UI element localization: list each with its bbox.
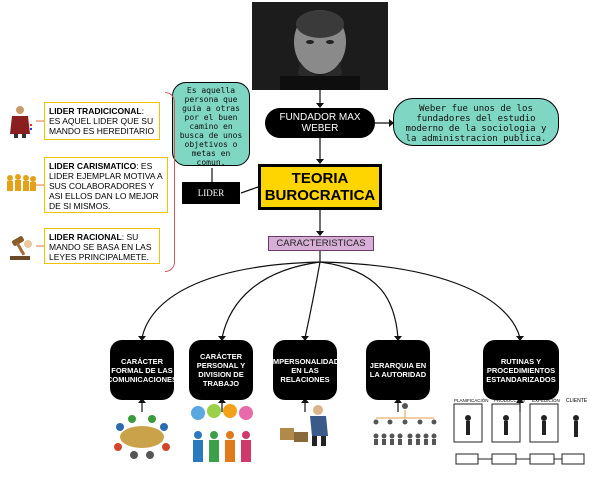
characteristic-formal-communications: CARÁCTER FORMAL DE LAS COMUNICACIONES — [107, 340, 177, 400]
procedure-label-planificacion: PLANIFICACIÓN — [454, 398, 489, 403]
characteristic-routines: RUTINAS Y PROCEDIMIENTOS ESTANDARIZADOS — [483, 340, 559, 400]
lider-node: LIDER — [182, 182, 240, 204]
leader-charismatic-box: LIDER CARISMATICO: ES LIDER EJEMPLAR MOT… — [44, 157, 168, 213]
leader-traditional-label: LIDER TRADICICONAL — [49, 106, 142, 116]
meeting-table-icon — [108, 405, 176, 463]
gavel-icon — [8, 234, 34, 262]
portrait-photo-icon — [252, 2, 388, 90]
hierarchy-icon — [368, 402, 442, 448]
characteristic-hierarchy: JERARQUIA EN LA AUTORIDAD — [366, 340, 430, 400]
leader-charismatic-label: LIDER CARISMATICO — [49, 161, 137, 171]
max-weber-portrait — [252, 2, 388, 90]
traditional-leader-icon — [6, 104, 36, 138]
leader-rational-label: LIDER RACIONAL — [49, 232, 122, 242]
leader-traditional-box: LIDER TRADICICONAL: ES AQUEL LIDER QUE S… — [44, 102, 160, 140]
main-title: TEORIA BUROCRATICA — [258, 164, 382, 210]
people-chat-icon — [188, 403, 256, 469]
procedure-label-cliente: CLIENTE — [566, 398, 588, 404]
weber-description-bubble: Weber fue unos de los fundadores del est… — [393, 98, 559, 146]
lider-definition-bubble: Es aquella persona que guia a otras por … — [172, 82, 250, 167]
worker-boxes-icon — [276, 402, 334, 448]
leader-rational-box: LIDER RACIONAL: SU MANDO SE BASA EN LAS … — [44, 228, 160, 264]
procedure-label-produccion: PRODUCCIÓN — [494, 398, 525, 403]
leader-traditional-text: : ES AQUEL LIDER QUE SU MANDO ES HEREDIT… — [49, 106, 155, 136]
leader-rational-text: : SU MANDO SE BASA EN LAS LEYES PRINCIPA… — [49, 232, 152, 262]
characteristic-personal-division: CARÁCTER PERSONAL Y DIVISION DE TRABAJO — [189, 340, 253, 400]
procedure-label-expedicion: EXPEDICIÓN — [532, 398, 560, 403]
procedure-flow-icon: PLANIFICACIÓN PRODUCCIÓN EXPEDICIÓN CLIE… — [452, 398, 592, 472]
fundador-node: FUNDADOR MAX WEBER — [265, 108, 375, 138]
characteristics-label: CARACTERISTICAS — [268, 236, 374, 251]
group-people-icon — [4, 172, 38, 194]
leader-charismatic-text: : ES LIDER EJEMPLAR MOTIVA A SUS COLABOR… — [49, 161, 163, 211]
characteristic-impersonality: IMPERSONALIDAD EN LAS RELACIONES — [271, 340, 339, 400]
